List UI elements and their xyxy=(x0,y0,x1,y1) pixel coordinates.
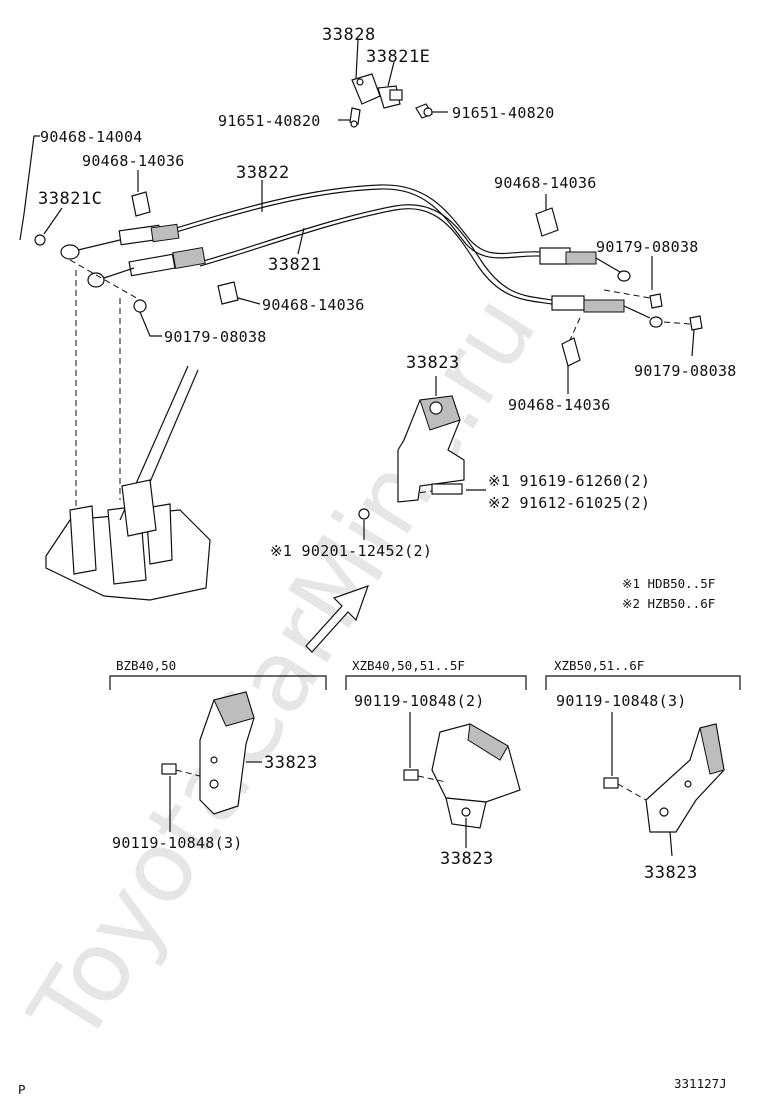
variant-xzb40-50-51-5f: XZB40,50,51..5F 90119-10848(2) 33823 xyxy=(345,658,527,869)
label-91619-61260: ※1 91619-61260(2) xyxy=(488,472,650,490)
label-33822: 33822 xyxy=(236,163,290,183)
variant-bolt: 90119-10848(3) xyxy=(556,692,687,710)
label-90468-14004: 90468-14004 xyxy=(40,128,143,146)
variant-bolt: 90119-10848(3) xyxy=(112,834,243,852)
footer-left: P xyxy=(18,1082,26,1097)
dashed-connectors xyxy=(69,259,691,510)
variant-part: 33823 xyxy=(440,849,494,869)
select-cable-33821 xyxy=(87,204,663,328)
label-90179-08038-c: 90179-08038 xyxy=(634,362,737,380)
bracket-33823-main xyxy=(358,376,486,540)
footer-code: 331127J xyxy=(674,1076,727,1091)
label-91651-40820-left: 91651-40820 xyxy=(218,112,321,130)
label-91612-61025: ※2 91612-61025(2) xyxy=(488,494,650,512)
variant-header: BZB40,50 xyxy=(116,658,176,673)
variant-bzb40-50: BZB40,50 33823 90119-10848(3) xyxy=(109,658,327,852)
note-1: ※1 HDB50..5F xyxy=(622,576,715,591)
direction-arrow xyxy=(305,585,369,653)
variant-bolt: 90119-10848(2) xyxy=(354,692,485,710)
note-2: ※2 HZB50..6F xyxy=(622,596,715,611)
label-90468-14036-d: 90468-14036 xyxy=(508,396,611,414)
watermark: ToyotaCarMine.ru xyxy=(8,276,559,1063)
label-33823: 33823 xyxy=(406,353,460,373)
label-90179-08038-b: 90179-08038 xyxy=(164,328,267,346)
clips xyxy=(19,191,703,367)
part-labels: 33828 33821E 91651-40820 91651-40820 904… xyxy=(38,25,737,611)
shift-cable-33822 xyxy=(60,184,631,282)
label-33828: 33828 xyxy=(322,25,376,45)
label-33821C: 33821C xyxy=(38,189,102,209)
variant-header: XZB50,51..6F xyxy=(554,658,644,673)
label-90468-14036-a: 90468-14036 xyxy=(82,152,185,170)
label-90179-08038-a: 90179-08038 xyxy=(596,238,699,256)
leader-lines xyxy=(23,135,695,394)
variant-part: 33823 xyxy=(264,753,318,773)
variant-xzb50-51-6f: XZB50,51..6F 90119-10848(3) 33823 xyxy=(545,658,741,883)
variant-header: XZB40,50,51..5F xyxy=(352,658,465,673)
label-90201-12452: ※1 90201-12452(2) xyxy=(270,542,432,560)
label-90468-14036-b: 90468-14036 xyxy=(262,296,365,314)
shift-lever-assembly xyxy=(45,365,211,601)
cable-bracket-assembly xyxy=(338,39,448,128)
label-90468-14036-c: 90468-14036 xyxy=(494,174,597,192)
variant-part: 33823 xyxy=(644,863,698,883)
label-33821: 33821 xyxy=(268,255,322,275)
label-33821E: 33821E xyxy=(366,47,430,67)
label-91651-40820-right: 91651-40820 xyxy=(452,104,555,122)
